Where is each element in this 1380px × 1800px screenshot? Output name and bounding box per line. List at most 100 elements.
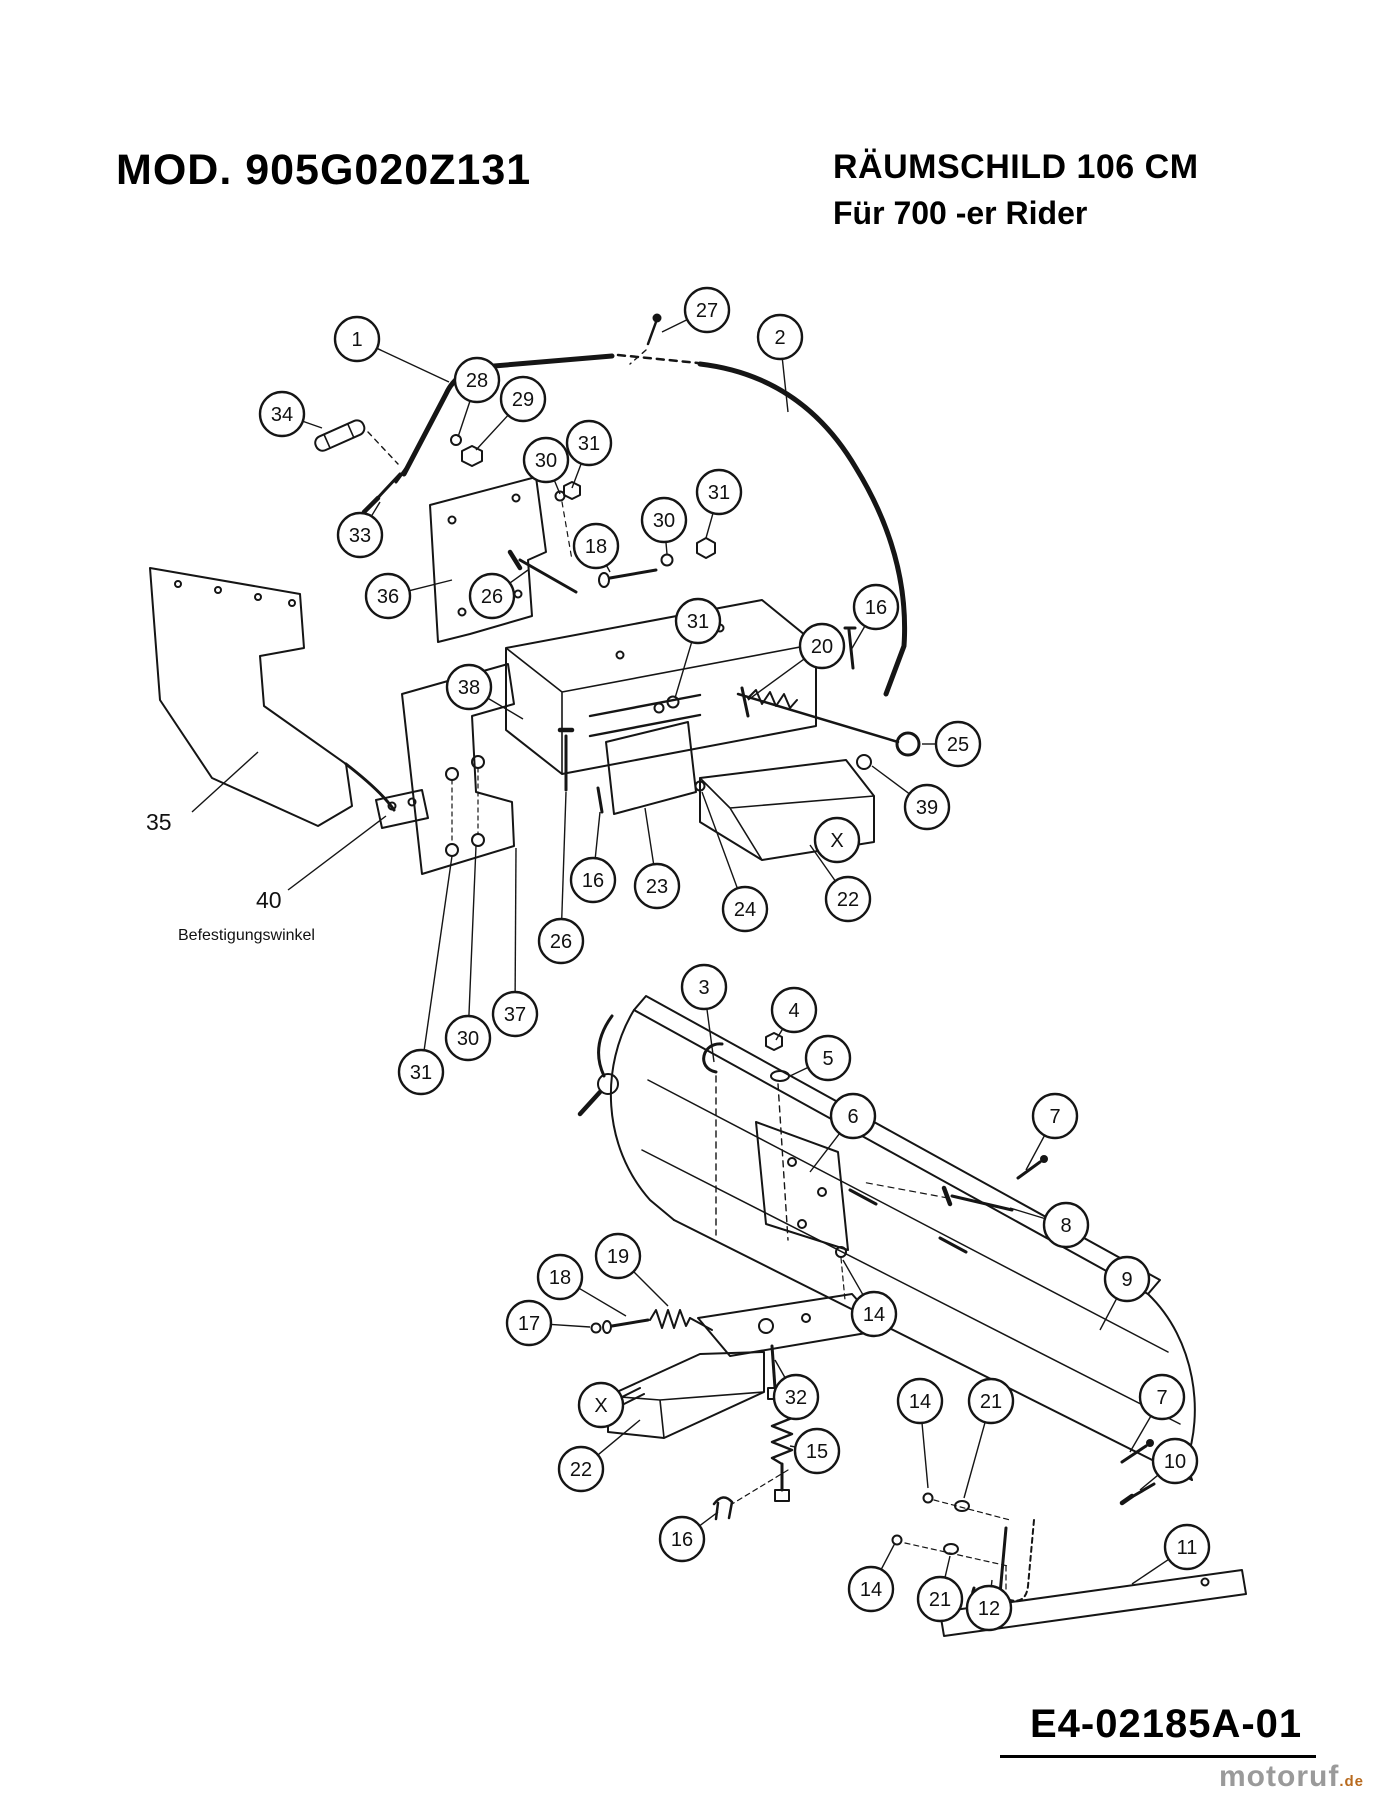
leader-line-21 [944, 1555, 951, 1578]
leader-line-16 [699, 1511, 719, 1527]
leader-line-2 [781, 358, 789, 413]
leader-line-22 [809, 844, 836, 882]
leader-line-37 [514, 847, 517, 993]
callout-X: X [577, 1381, 625, 1429]
svg-text:2: 2 [774, 327, 785, 349]
svg-text:6: 6 [847, 1106, 858, 1128]
callout-20: 20 [798, 622, 846, 670]
leader-line-33 [370, 501, 381, 517]
callout-31: 31 [674, 597, 722, 645]
leader-line-24 [701, 791, 739, 889]
svg-text:36: 36 [377, 586, 399, 608]
svg-text:7: 7 [1156, 1387, 1167, 1409]
svg-text:18: 18 [585, 536, 607, 558]
callout-26: 26 [468, 572, 516, 620]
callout-3: 3 [680, 963, 728, 1011]
leader-line-14 [921, 1422, 929, 1489]
part-label-35: 35 [146, 809, 172, 835]
callout-17: 17 [505, 1299, 553, 1347]
svg-text:25: 25 [947, 734, 969, 756]
svg-text:20: 20 [811, 636, 833, 658]
svg-text:27: 27 [696, 300, 718, 322]
callout-24: 24 [721, 885, 769, 933]
leader-line-35 [191, 751, 259, 813]
callout-18: 18 [536, 1253, 584, 1301]
svg-text:7: 7 [1049, 1106, 1060, 1128]
motoruf-logo-text: motoruf [1219, 1760, 1340, 1793]
leader-line-3 [706, 1008, 715, 1063]
svg-text:30: 30 [457, 1028, 479, 1050]
svg-text:4: 4 [788, 1000, 799, 1022]
svg-text:30: 30 [535, 450, 557, 472]
leader-line-4 [775, 1028, 784, 1041]
leader-line-9 [1099, 1298, 1118, 1331]
svg-text:16: 16 [671, 1529, 693, 1551]
callout-14: 14 [896, 1377, 944, 1425]
svg-text:30: 30 [653, 510, 675, 532]
svg-text:5: 5 [822, 1048, 833, 1070]
svg-text:12: 12 [978, 1598, 1000, 1620]
svg-text:18: 18 [549, 1267, 571, 1289]
callout-22: 22 [557, 1445, 605, 1493]
callout-14: 14 [847, 1565, 895, 1613]
callout-30: 30 [444, 1014, 492, 1062]
leader-line-14 [842, 1259, 864, 1296]
diagram-subtitle: Für 700 -er Rider [833, 195, 1088, 231]
svg-text:32: 32 [785, 1387, 807, 1409]
svg-text:26: 26 [481, 586, 503, 608]
callout-10: 10 [1151, 1437, 1199, 1485]
callout-1: 1 [333, 315, 381, 363]
svg-text:22: 22 [837, 889, 859, 911]
svg-text:31: 31 [410, 1062, 432, 1084]
svg-text:X: X [594, 1395, 607, 1417]
leader-line-18 [605, 565, 611, 573]
callout-16: 16 [569, 856, 617, 904]
svg-text:24: 24 [734, 899, 756, 921]
leader-line-26 [561, 791, 567, 920]
model-number: MOD. 905G020Z131 [116, 146, 532, 194]
callout-21: 21 [967, 1377, 1015, 1425]
leader-line-40 [287, 815, 387, 891]
leader-line-5 [789, 1066, 809, 1077]
callout-31: 31 [695, 468, 743, 516]
svg-text:23: 23 [646, 876, 668, 898]
callout-5: 5 [804, 1034, 852, 1082]
leader-line-19 [633, 1271, 669, 1307]
svg-text:38: 38 [458, 677, 480, 699]
callout-21: 21 [916, 1575, 964, 1623]
svg-text:14: 14 [860, 1579, 882, 1601]
svg-text:17: 17 [518, 1313, 540, 1335]
leader-line-7 [1129, 1415, 1152, 1453]
callout-8: 8 [1042, 1201, 1090, 1249]
svg-text:28: 28 [466, 370, 488, 392]
svg-text:15: 15 [806, 1441, 828, 1463]
svg-text:3: 3 [698, 977, 709, 999]
leader-line-31 [423, 855, 453, 1051]
callout-26: 26 [537, 917, 585, 965]
leader-line-38 [487, 697, 524, 720]
callout-7: 7 [1031, 1092, 1079, 1140]
svg-text:33: 33 [349, 525, 371, 547]
svg-text:29: 29 [512, 389, 534, 411]
callout-11: 11 [1163, 1523, 1211, 1571]
diagram-title: RÄUMSCHILD 106 CM [833, 148, 1199, 186]
svg-text:16: 16 [582, 870, 604, 892]
svg-text:16: 16 [865, 597, 887, 619]
callout-15: 15 [793, 1427, 841, 1475]
callout-23: 23 [633, 862, 681, 910]
motoruf-logo[interactable]: motoruf.de [1219, 1760, 1364, 1794]
leader-line-39 [871, 765, 910, 795]
callout-4: 4 [770, 986, 818, 1034]
leader-line-23 [644, 807, 655, 865]
leader-line-10 [1139, 1474, 1159, 1491]
svg-text:31: 31 [708, 482, 730, 504]
svg-text:X: X [830, 830, 843, 852]
callout-38: 38 [445, 663, 493, 711]
callout-14: 14 [850, 1290, 898, 1338]
leader-line-30 [468, 845, 477, 1017]
callout-30: 30 [640, 496, 688, 544]
leader-line-30 [665, 541, 668, 555]
svg-text:34: 34 [271, 404, 293, 426]
